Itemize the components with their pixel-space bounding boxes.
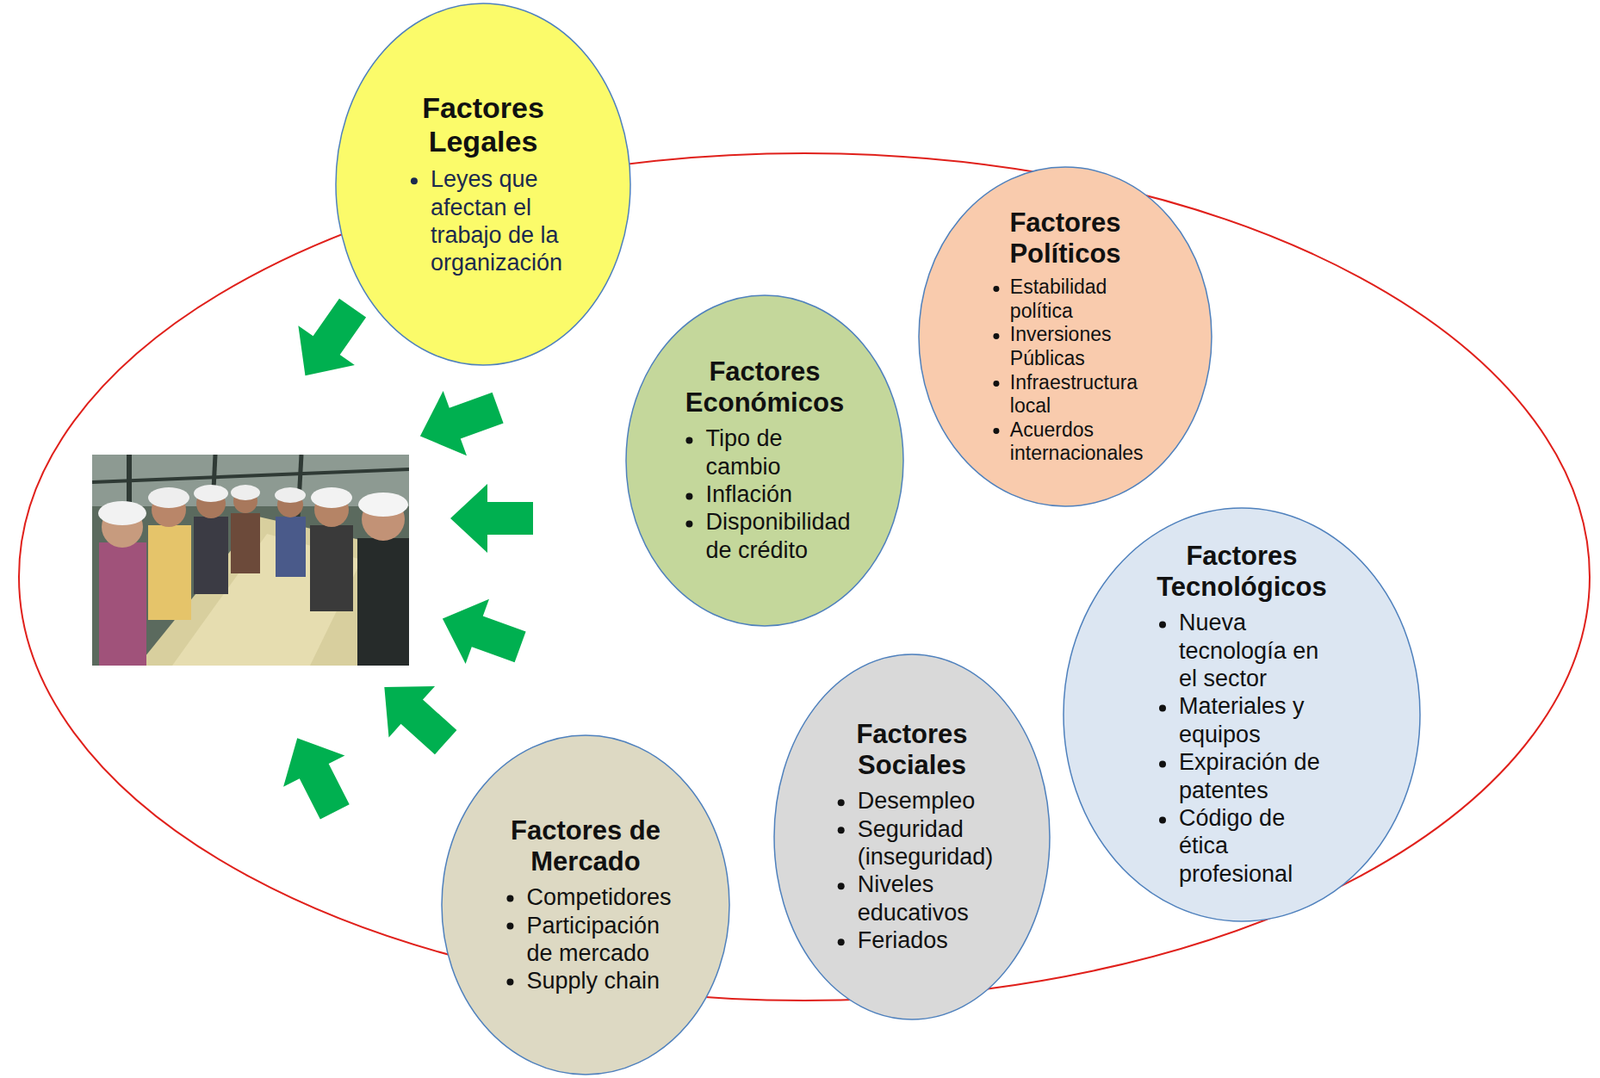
bullet-item: Inversiones Públicas [986,322,1143,371]
bullet-dot [837,826,845,834]
bullet-item: Expiración de patentes [1152,749,1332,806]
legal-factors-circle: Factores LegalesLeyes que afectan el tra… [334,2,632,366]
circle-shape [1063,508,1421,922]
green-arrow [450,483,534,553]
circle-content: Factores SocialesDesempleoSeguridad (ins… [831,719,994,956]
bullet-list: Estabilidad políticaInversiones Públicas… [986,275,1143,466]
circle-content: Factores de MercadoCompetidoresParticipa… [499,815,671,996]
bullet-dot [686,436,694,444]
bullet-dot [507,923,515,931]
bullet-dot [410,177,418,185]
bullet-item: Niveles educativos [831,871,994,928]
factor-item: Expiración de patentes [1178,750,1321,804]
bullet-dot [1159,620,1166,628]
bullet-list: Nueva tecnología en el sectorMateriales … [1152,609,1332,889]
factor-item: Supply chain [526,967,660,994]
market-factors-circle: Factores de MercadoCompetidoresParticipa… [440,734,731,1076]
circle-content: Factores PolíticosEstabilidad políticaIn… [986,207,1143,466]
bullet-item: Leyes que afectan el trabajo de la organ… [403,165,563,278]
social-factors-circle: Factores SocialesDesempleoSeguridad (ins… [773,653,1051,1021]
bullet-list: Tipo de cambioInflaciónDisponibilidad de… [678,425,850,565]
factor-item: Niveles educativos [857,872,969,926]
economic-factors-circle: Factores EconómicosTipo de cambioInflaci… [625,294,905,627]
green-arrow [277,288,382,397]
green-arrow [266,722,366,828]
bullet-dot [507,894,515,902]
green-arrow [430,586,533,680]
factor-item: Desempleo [857,787,976,814]
bullet-dot [1159,760,1166,768]
bullet-dot [1159,816,1166,824]
bullet-list: CompetidoresParticipación de mercadoSupp… [499,883,671,996]
bullet-item: Tipo de cambio [678,425,850,482]
circle-shape [918,167,1212,507]
bullet-dot [992,380,999,387]
factor-heading: Factores Sociales [831,719,994,781]
bullet-item: Acuerdos internacionales [986,418,1143,466]
workers-photo [92,454,410,666]
circle-shape [441,735,730,1075]
factor-item: Código de ética profesional [1178,805,1293,887]
factor-item: Infraestructura local [1010,371,1138,418]
factor-item: Disponibilidad de crédito [705,509,850,564]
bullet-item: Competidores [499,883,671,912]
bullet-dot [992,333,999,340]
circle-shape [774,654,1050,1020]
factor-item: Competidores [526,884,671,911]
green-arrow [408,375,510,469]
factor-heading: Factores Económicos [678,356,850,418]
bullet-item: Supply chain [499,967,671,995]
bullet-dot [507,979,515,987]
bullet-dot [837,938,845,946]
bullet-dot [686,492,694,500]
factor-heading: Factores Tecnológicos [1152,540,1332,602]
influence-arrows [266,288,534,828]
circle-content: Factores LegalesLeyes que afectan el tra… [403,91,563,278]
factor-item: Materiales y equipos [1178,694,1305,748]
factor-item: Leyes que afectan el trabajo de la organ… [430,166,563,276]
factor-heading: Factores Políticos [986,207,1143,269]
bullet-item: Código de ética profesional [1152,804,1332,888]
bullet-item: Seguridad (inseguridad) [831,815,994,872]
circle-content: Factores TecnológicosNueva tecnología en… [1152,540,1332,888]
bullet-item: Estabilidad política [986,275,1143,323]
green-arrow [361,661,470,769]
bullet-dot [992,285,999,292]
bullet-list: DesempleoSeguridad (inseguridad)Niveles … [831,787,994,955]
factor-heading: Factores de Mercado [499,815,671,877]
bullet-dot [837,882,845,890]
circle-shape [626,295,904,627]
factor-item: Feriados [857,927,949,954]
bullet-dot [686,520,694,528]
bullet-dot [837,799,845,807]
factor-item: Inflación [705,481,793,508]
factor-item: Estabilidad política [1010,275,1108,323]
technology-factors-circle: Factores TecnológicosNueva tecnología en… [1062,507,1421,923]
bullet-item: Nueva tecnología en el sector [1152,609,1332,694]
factor-item: Participación de mercado [526,911,660,966]
bullet-item: Disponibilidad de crédito [678,508,850,565]
bullet-dot [1159,704,1166,712]
factor-item: Inversiones Públicas [1010,322,1112,370]
bullet-item: Participación de mercado [499,911,671,968]
factor-item: Acuerdos internacionales [1010,418,1144,466]
factor-item: Nueva tecnología en el sector [1178,610,1319,693]
bullet-item: Materiales y equipos [1152,693,1332,750]
bullet-item: Feriados [831,926,994,955]
bullet-item: Desempleo [831,787,994,815]
factor-item: Seguridad (inseguridad) [857,816,994,870]
bullet-dot [992,427,999,435]
circle-shape [335,3,631,366]
bullet-list: Leyes que afectan el trabajo de la organ… [403,165,563,278]
political-factors-circle: Factores PolíticosEstabilidad políticaIn… [917,166,1213,508]
factor-heading: Factores Legales [403,91,563,159]
bullet-item: Infraestructura local [986,371,1143,419]
circle-content: Factores EconómicosTipo de cambioInflaci… [678,356,850,565]
factor-item: Tipo de cambio [705,426,782,480]
bullet-item: Inflación [678,480,850,509]
